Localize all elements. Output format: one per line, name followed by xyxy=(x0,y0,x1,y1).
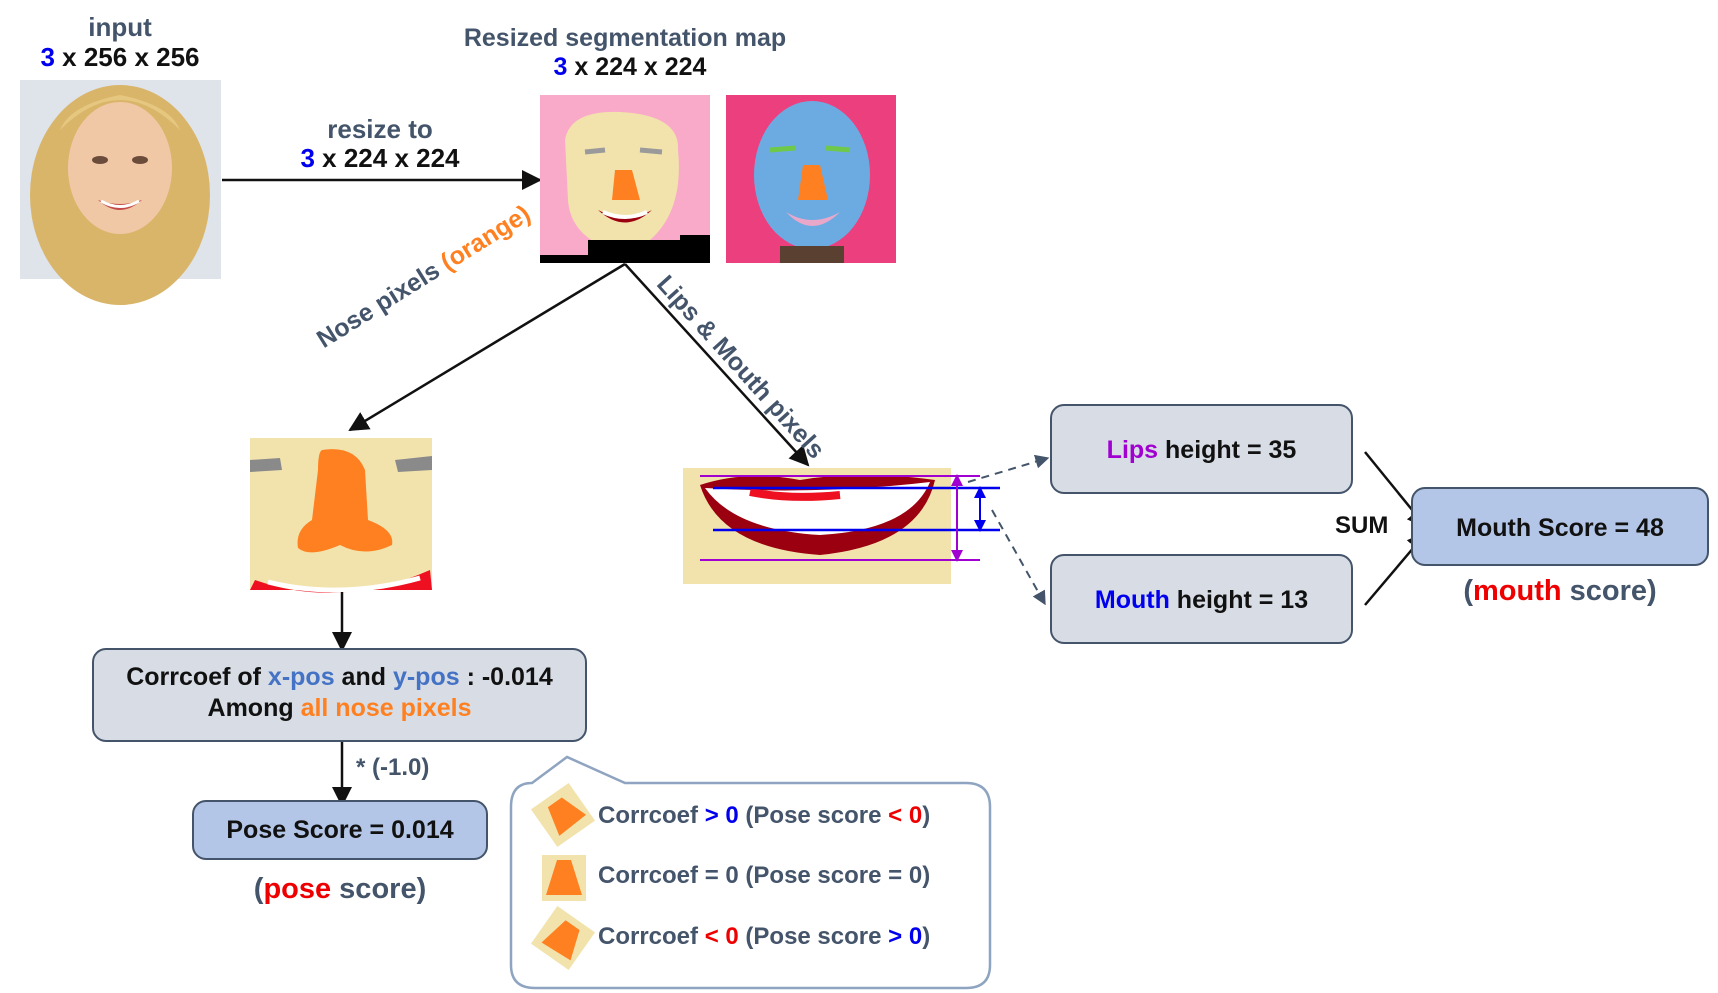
pose-score-text: Pose Score = 0.014 xyxy=(194,816,486,845)
segmap-dims: 3 x 224 x 224 xyxy=(520,53,740,82)
overlay-map-image xyxy=(726,95,896,263)
mouth-dashed-arrow xyxy=(991,509,1046,606)
resize-dims: 3 x 224 x 224 xyxy=(270,143,490,174)
mouth-height-rest: height xyxy=(1169,586,1252,614)
lips-height-eq: = xyxy=(1240,436,1269,464)
corr-xpos: x-pos xyxy=(267,663,335,691)
corr-line2: Among all nose pixels xyxy=(94,694,585,723)
mouth-height-value: 13 xyxy=(1280,586,1309,614)
pose-score-box: Pose Score = 0.014 xyxy=(192,800,488,860)
mouth-branch-arrow xyxy=(624,263,810,467)
corr-line1-a: Corrcoef of xyxy=(126,663,268,691)
resize-dims-channels: 3 xyxy=(300,143,315,173)
segmap-dims-channels: 3 xyxy=(553,53,568,81)
legend-row-3-zero2: 0 xyxy=(908,923,923,950)
lips-height-text: Lips height = 35 xyxy=(1052,436,1351,465)
mouth-caption: (mouth score) xyxy=(1420,575,1700,608)
mouth-height-box: Mouth height = 13 xyxy=(1050,554,1353,644)
corr-line1-b: and xyxy=(334,663,393,691)
mouth-caption-word: mouth xyxy=(1472,575,1562,607)
legend-row-1-zero1: 0 xyxy=(725,802,739,829)
lips-dashed-arrow xyxy=(967,454,1050,483)
mouth-score-eq: = xyxy=(1607,514,1637,542)
mouth-score-value: 48 xyxy=(1636,514,1664,542)
segmentation-map-image xyxy=(540,95,710,263)
pose-score-eq: = xyxy=(362,816,392,844)
input-dims-channels: 3 xyxy=(40,42,55,72)
legend-row-2-op1: = xyxy=(704,862,719,889)
mouth-height-text: Mouth height = 13 xyxy=(1052,586,1351,615)
pose-score-value: 0.014 xyxy=(391,816,454,844)
pose-score-label: Pose Score xyxy=(226,816,363,844)
input-dims: 3 x 256 x 256 xyxy=(20,42,220,73)
legend-row-3-op2: > xyxy=(888,923,903,950)
legend-row-1-b: (Pose score xyxy=(738,802,889,829)
pose-caption: (pose score) xyxy=(200,873,480,906)
nose-crop-image xyxy=(250,438,432,593)
legend-nose-positive-icon xyxy=(530,782,596,848)
corr-line1-c: : -0.014 xyxy=(459,663,553,691)
legend-row-1-a: Corrcoef xyxy=(598,802,705,829)
legend-nose-negative-icon xyxy=(530,905,596,971)
lips-height-value: 35 xyxy=(1268,436,1297,464)
legend-row-3-op1: < xyxy=(704,923,719,950)
resize-label: resize to xyxy=(327,114,433,144)
nose-branch-arrow xyxy=(348,262,626,432)
legend-row-2-zero1: 0 xyxy=(725,862,739,889)
legend-row-2-zero2: 0 xyxy=(908,862,923,889)
resize-dims-rest: x 224 x 224 xyxy=(314,143,460,173)
segmap-dims-rest: x 224 x 224 xyxy=(567,53,707,81)
mouth-score-label: Mouth Score xyxy=(1456,514,1608,542)
corr-line2-b: all nose pixels xyxy=(300,694,472,722)
pose-caption-rest: score) xyxy=(331,873,427,905)
legend-row-1-op1: > xyxy=(704,802,719,829)
mouth-caption-open: ( xyxy=(1463,575,1473,607)
legend-row-3-a: Corrcoef xyxy=(598,923,705,950)
lips-height-rest: height xyxy=(1158,436,1241,464)
corr-line1: Corrcoef of x-pos and y-pos : -0.014 xyxy=(94,663,585,692)
legend-nose-zero-icon xyxy=(542,855,586,901)
legend-row-positive: Corrcoef > 0 (Pose score < 0) xyxy=(598,802,930,830)
input-label: input xyxy=(88,12,152,42)
legend-row-3-c: ) xyxy=(922,923,931,950)
legend-row-1-op2: < xyxy=(888,802,903,829)
mouth-caption-rest: score) xyxy=(1561,575,1657,607)
corr-box: Corrcoef of x-pos and y-pos : -0.014 Amo… xyxy=(92,648,587,742)
legend-row-zero: Corrcoef = 0 (Pose score = 0) xyxy=(598,862,930,890)
mouth-height-word: Mouth xyxy=(1094,586,1170,614)
legend-row-1-zero2: 0 xyxy=(908,802,923,829)
mouth-score-text: Mouth Score = 48 xyxy=(1413,514,1707,543)
legend-row-2-op2: = xyxy=(888,862,903,889)
pose-caption-word: pose xyxy=(263,873,332,905)
legend-row-1-c: ) xyxy=(922,802,931,829)
legend-row-3-zero1: 0 xyxy=(725,923,739,950)
legend-row-negative: Corrcoef < 0 (Pose score > 0) xyxy=(598,923,930,951)
input-dims-rest: x 256 x 256 xyxy=(54,42,200,72)
segmap-title: Resized segmentation map xyxy=(463,24,787,52)
corr-ypos: y-pos xyxy=(392,663,460,691)
legend-row-3-b: (Pose score xyxy=(738,923,889,950)
legend-row-2-b: (Pose score xyxy=(738,862,889,889)
corr-line2-a: Among xyxy=(207,694,301,722)
multiplier-label: * (-1.0) xyxy=(356,754,430,781)
legend-callout xyxy=(509,755,992,990)
legend-row-2-c: ) xyxy=(922,862,931,889)
mouth-crop-image xyxy=(683,468,951,584)
sum-label: SUM xyxy=(1335,512,1389,539)
lips-height-box: Lips height = 35 xyxy=(1050,404,1353,494)
mouth-height-eq: = xyxy=(1251,586,1281,614)
lips-height-word: Lips xyxy=(1106,436,1159,464)
mouth-score-box: Mouth Score = 48 xyxy=(1411,487,1709,566)
input-face-image xyxy=(20,80,221,305)
pose-caption-open: ( xyxy=(253,873,264,905)
legend-row-2-a: Corrcoef xyxy=(598,862,705,889)
